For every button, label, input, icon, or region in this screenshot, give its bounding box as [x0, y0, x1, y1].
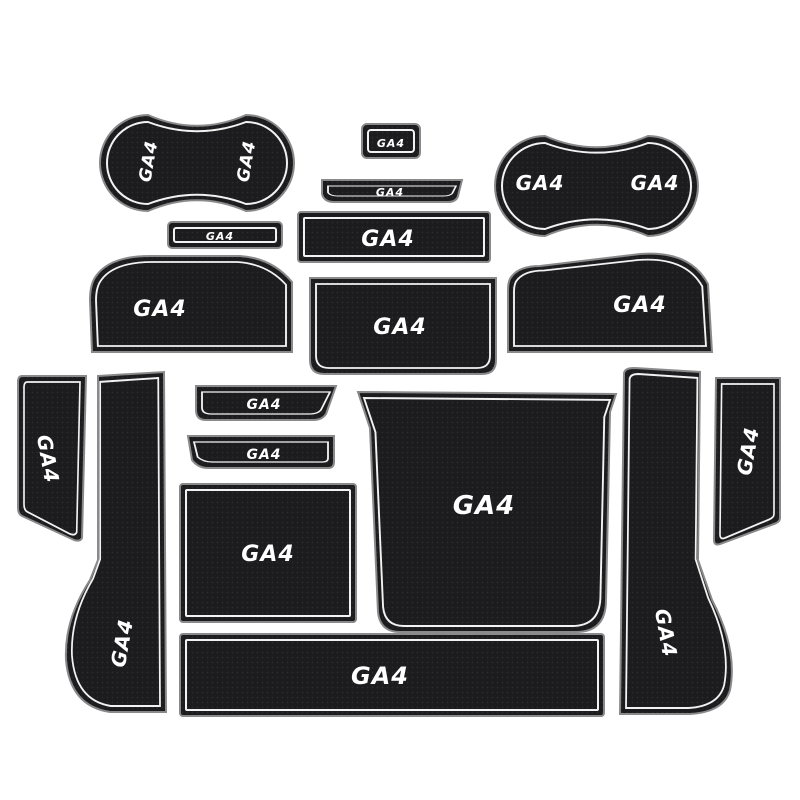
pad-side-pad-left: GA4	[17, 375, 88, 542]
ga4-logo-text: GA4	[361, 227, 414, 252]
pad-inner-line	[367, 129, 415, 153]
pad-inner-line	[192, 441, 329, 463]
pad-body	[356, 390, 618, 633]
pad-long-door-right: GA4	[618, 366, 733, 715]
ga4-logo-text: GA4	[241, 542, 294, 567]
pad-inner-line	[201, 391, 332, 415]
pad-inner-line	[185, 489, 351, 617]
ga4-logo-text: GA4	[133, 297, 186, 322]
ga4-logo-text: GA4	[206, 230, 234, 243]
pad-slim-strip-top: GA4	[321, 179, 464, 203]
ga4-logo-text: GA4	[453, 491, 516, 521]
ga4-logo-text: GA4	[516, 171, 565, 195]
pad-body	[195, 385, 338, 421]
pad-inner-line	[23, 381, 81, 536]
pad-inner-line	[501, 141, 692, 231]
pad-slim-strip-left: GA4	[167, 221, 283, 249]
pad-inner-line	[327, 185, 458, 197]
pad-body	[297, 211, 491, 263]
pad-body	[179, 633, 605, 717]
pad-body	[309, 277, 497, 375]
ga4-logo-text: GA4	[351, 662, 409, 690]
pad-door-pocket-left: GA4	[88, 255, 293, 353]
pad-long-door-left: GA4	[64, 370, 168, 713]
ga4-logo-text: GA4	[377, 137, 405, 150]
pad-inner-line	[95, 261, 287, 347]
pad-inner-line	[71, 376, 161, 707]
pad-body	[712, 377, 781, 546]
pad-inner-line	[315, 283, 491, 369]
pad-door-pocket-right: GA4	[507, 252, 714, 353]
pad-inner-line	[185, 639, 599, 711]
pad-console-strip-lower: GA4	[186, 435, 335, 469]
pad-body	[618, 366, 733, 715]
pad-side-pad-right: GA4	[712, 377, 781, 546]
pad-body	[99, 113, 295, 213]
pad-inner-line	[719, 383, 775, 540]
pad-inner-line	[106, 120, 288, 206]
ga4-logo-text: GA4	[246, 397, 281, 413]
pad-body	[88, 255, 293, 353]
pad-body	[321, 179, 464, 203]
pad-console-strip-upper: GA4	[195, 385, 338, 421]
pad-small-square-top: GA4	[361, 123, 421, 159]
pad-inner-line	[625, 373, 727, 709]
pad-inner-line	[173, 227, 277, 243]
pad-body	[17, 375, 88, 542]
ga4-logo-text: GA4	[631, 171, 680, 195]
pad-cup-holder-right: GA4 GA4	[494, 134, 699, 238]
pad-body	[179, 483, 357, 623]
pad-center-tray: GA4	[309, 277, 497, 375]
ga4-logo-text: GA4	[376, 186, 404, 199]
pad-middle-strip: GA4	[297, 211, 491, 263]
pad-inner-line	[362, 397, 612, 627]
pad-body	[494, 134, 699, 238]
ga4-logo-text: GA4	[373, 315, 426, 340]
pad-inner-line	[513, 258, 707, 347]
ga4-logo-text: GA4	[613, 293, 666, 318]
pad-square-tray: GA4	[179, 483, 357, 623]
pad-large-trapezoid-tray: GA4	[356, 390, 618, 633]
pad-inner-line	[303, 217, 485, 257]
pad-body	[64, 370, 168, 713]
pad-bottom-long-strip: GA4	[179, 633, 605, 717]
ga4-logo-text: GA4	[246, 447, 281, 463]
pad-body	[186, 435, 335, 469]
pad-body	[507, 252, 714, 353]
pad-body	[361, 123, 421, 159]
